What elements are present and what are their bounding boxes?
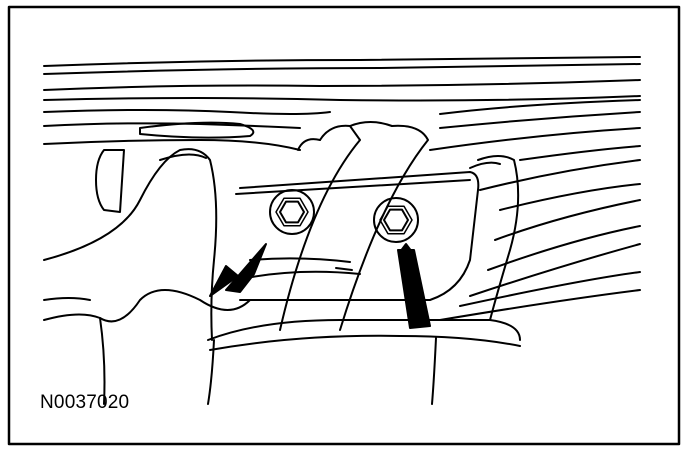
crossmember-plate	[236, 172, 478, 300]
hex-bolt-icon	[269, 189, 315, 235]
lower-base	[44, 298, 520, 404]
diagonal-strut	[280, 122, 428, 330]
hex-bolt-icon	[373, 197, 419, 243]
right-bracket	[470, 156, 518, 320]
arrow-left-icon	[209, 243, 267, 297]
figure-id-label: N0037020	[40, 392, 130, 413]
arrow-up-icon	[397, 243, 431, 329]
background-panels	[44, 57, 640, 150]
left-slot	[96, 150, 124, 212]
figure-frame	[7, 5, 681, 446]
left-bracket	[44, 149, 250, 404]
